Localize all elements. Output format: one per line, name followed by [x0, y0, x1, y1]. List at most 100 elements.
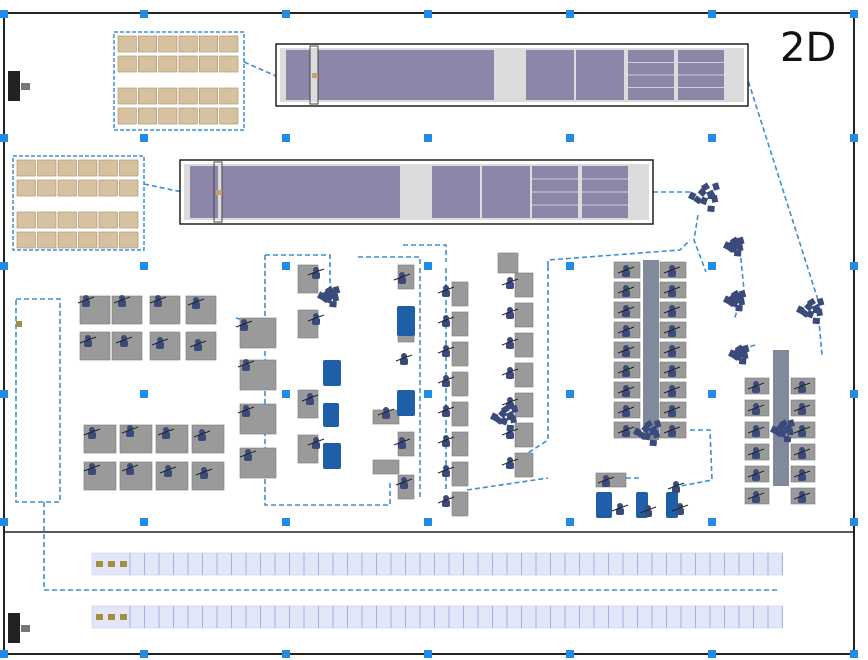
- selection-handle-icon[interactable]: [708, 10, 716, 18]
- machine-icon[interactable]: [397, 390, 415, 416]
- selection-handle-icon[interactable]: [424, 650, 432, 658]
- selection-handle-icon[interactable]: [0, 650, 8, 658]
- work-station[interactable]: [191, 424, 225, 454]
- operator-mark: [734, 294, 744, 303]
- selection-handle-icon[interactable]: [850, 10, 858, 18]
- selection-handle-icon[interactable]: [282, 134, 290, 142]
- selection-handle-icon[interactable]: [424, 390, 432, 398]
- work-station[interactable]: [451, 491, 469, 517]
- operator-icon: [301, 393, 319, 405]
- selection-handle-icon[interactable]: [282, 650, 290, 658]
- work-station[interactable]: [514, 332, 534, 358]
- machine-icon[interactable]: [397, 306, 415, 336]
- selection-handle-icon[interactable]: [566, 518, 574, 526]
- door-icon[interactable]: [8, 613, 30, 643]
- operator-body: [162, 432, 170, 439]
- pallet-storage-area[interactable]: [12, 155, 145, 251]
- storage-rack[interactable]: [91, 552, 783, 576]
- selection-handle-icon[interactable]: [850, 390, 858, 398]
- selection-handle-icon[interactable]: [850, 518, 858, 526]
- selection-handle-icon[interactable]: [566, 134, 574, 142]
- work-station[interactable]: [514, 422, 534, 448]
- selection-handle-icon[interactable]: [424, 518, 432, 526]
- selection-handle-icon[interactable]: [566, 390, 574, 398]
- work-station[interactable]: [111, 295, 143, 325]
- selection-handle-icon[interactable]: [566, 10, 574, 18]
- work-station[interactable]: [79, 295, 111, 325]
- operator-icon: [663, 285, 681, 297]
- machine-icon[interactable]: [323, 360, 341, 386]
- selection-handle-icon[interactable]: [140, 10, 148, 18]
- work-station[interactable]: [119, 461, 153, 491]
- assembly-line-spine-2[interactable]: [773, 350, 789, 486]
- selection-handle-icon[interactable]: [424, 262, 432, 270]
- work-station[interactable]: [83, 461, 117, 491]
- selection-handle-icon[interactable]: [0, 134, 8, 142]
- work-station[interactable]: [451, 311, 469, 337]
- work-station[interactable]: [451, 281, 469, 307]
- selection-handle-icon[interactable]: [850, 650, 858, 658]
- work-station[interactable]: [451, 401, 469, 427]
- selection-handle-icon[interactable]: [282, 390, 290, 398]
- selection-handle-icon[interactable]: [0, 10, 8, 18]
- selection-handle-icon[interactable]: [708, 518, 716, 526]
- selection-handle-icon[interactable]: [140, 518, 148, 526]
- selection-handle-icon[interactable]: [850, 134, 858, 142]
- selection-handle-icon[interactable]: [424, 134, 432, 142]
- storage-rack[interactable]: [91, 605, 783, 629]
- work-station[interactable]: [149, 331, 181, 361]
- work-station[interactable]: [451, 461, 469, 487]
- work-station[interactable]: [149, 295, 181, 325]
- work-station[interactable]: [514, 272, 534, 298]
- machine-icon[interactable]: [323, 403, 339, 427]
- door-icon[interactable]: [8, 71, 30, 101]
- selection-handle-icon[interactable]: [282, 518, 290, 526]
- selection-handle-icon[interactable]: [140, 390, 148, 398]
- selection-handle-icon[interactable]: [140, 134, 148, 142]
- operator-body: [622, 350, 630, 357]
- operator-arm: [747, 426, 765, 434]
- selection-handle-icon[interactable]: [850, 262, 858, 270]
- assembly-line-spine[interactable]: [643, 260, 659, 440]
- conveyor-line[interactable]: [275, 43, 749, 107]
- selection-handle-icon[interactable]: [566, 262, 574, 270]
- selection-handles[interactable]: [0, 10, 858, 658]
- work-station[interactable]: [372, 459, 400, 475]
- selection-handle-icon[interactable]: [708, 262, 716, 270]
- work-station[interactable]: [155, 461, 189, 491]
- selection-handle-icon[interactable]: [708, 134, 716, 142]
- selection-handle-icon[interactable]: [708, 650, 716, 658]
- work-station[interactable]: [514, 362, 534, 388]
- machine-icon[interactable]: [666, 492, 678, 518]
- selection-handle-icon[interactable]: [0, 518, 8, 526]
- work-station[interactable]: [595, 472, 627, 488]
- selection-handle-icon[interactable]: [424, 10, 432, 18]
- work-station[interactable]: [514, 302, 534, 328]
- work-station[interactable]: [451, 341, 469, 367]
- work-station[interactable]: [451, 371, 469, 397]
- view-mode-label[interactable]: 2D: [780, 25, 837, 71]
- work-station[interactable]: [451, 431, 469, 457]
- selection-handle-icon[interactable]: [140, 262, 148, 270]
- pallet-storage-area[interactable]: [113, 31, 245, 131]
- work-station[interactable]: [185, 295, 217, 325]
- work-station[interactable]: [514, 452, 534, 478]
- machine-icon[interactable]: [323, 443, 341, 469]
- selection-handle-icon[interactable]: [708, 390, 716, 398]
- selection-handle-icon[interactable]: [140, 650, 148, 658]
- conveyor-section: [222, 166, 400, 218]
- operator-icon: [501, 337, 519, 349]
- selection-handle-icon[interactable]: [0, 390, 8, 398]
- selection-handle-icon[interactable]: [282, 10, 290, 18]
- work-station[interactable]: [119, 424, 153, 454]
- pallet: [37, 211, 57, 229]
- selection-handle-icon[interactable]: [566, 650, 574, 658]
- work-station[interactable]: [155, 424, 189, 454]
- selection-handle-icon[interactable]: [0, 262, 8, 270]
- conveyor-line[interactable]: [179, 159, 654, 225]
- work-station[interactable]: [514, 392, 534, 418]
- selection-handle-icon[interactable]: [282, 262, 290, 270]
- machine-icon[interactable]: [596, 492, 612, 518]
- work-station[interactable]: [497, 252, 519, 274]
